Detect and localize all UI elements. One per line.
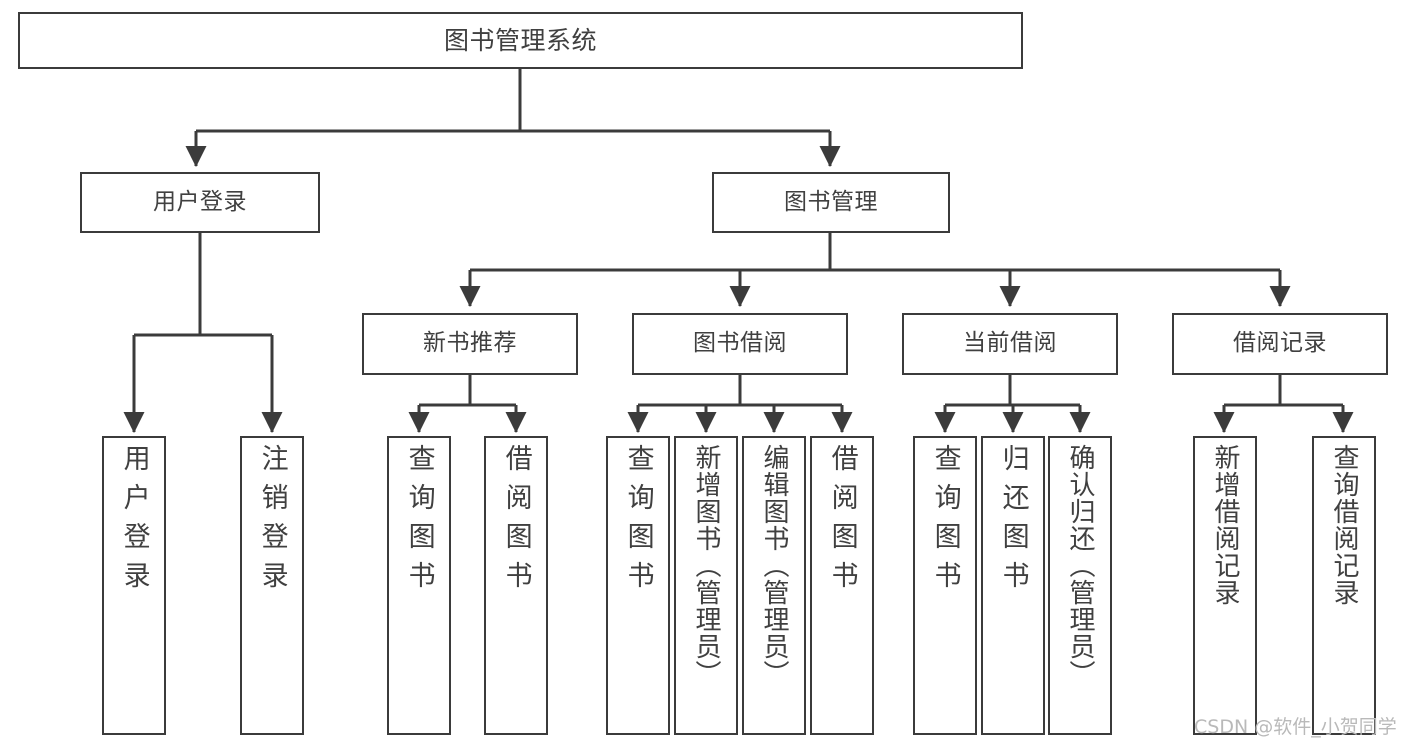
node-leaf-query-book-1[interactable]: 查询图书 [387,436,451,735]
csdn-watermark: CSDN @软件_小贺同学 [1194,716,1397,738]
node-leaf-add-record[interactable]: 新增借阅记录 [1193,436,1257,735]
node-book-manage[interactable]: 图书管理 [712,172,950,233]
node-label: 借阅图书 [826,444,858,600]
node-leaf-confirm-return[interactable]: 确认归还（管理员） [1048,436,1112,735]
node-leaf-edit-book[interactable]: 编辑图书（管理员） [742,436,806,735]
node-leaf-query-book-3[interactable]: 查询图书 [913,436,977,735]
node-leaf-return-book[interactable]: 归还图书 [981,436,1045,735]
node-label: 当前借阅 [963,330,1057,357]
node-label: 确认归还（管理员） [1065,444,1096,687]
node-label: 用户登录 [118,444,150,600]
node-label: 借阅记录 [1233,330,1327,357]
node-leaf-user-login[interactable]: 用户登录 [102,436,166,735]
node-current-borrow[interactable]: 当前借阅 [902,313,1118,375]
node-label: 用户登录 [153,188,247,215]
node-label: 注销登录 [256,444,288,600]
node-label: 图书管理 [784,188,878,215]
node-leaf-borrow-book-2[interactable]: 借阅图书 [810,436,874,735]
node-leaf-query-book-2[interactable]: 查询图书 [606,436,670,735]
node-label: 查询图书 [622,444,654,600]
node-label: 借阅图书 [500,444,532,600]
node-label: 新增借阅记录 [1210,444,1241,606]
node-label: 新增图书（管理员） [691,444,722,687]
node-leaf-query-record[interactable]: 查询借阅记录 [1312,436,1376,735]
node-root-system[interactable]: 图书管理系统 [18,12,1023,69]
node-leaf-add-book[interactable]: 新增图书（管理员） [674,436,738,735]
node-new-book-recommend[interactable]: 新书推荐 [362,313,578,375]
node-borrow-record[interactable]: 借阅记录 [1172,313,1388,375]
node-leaf-borrow-book-1[interactable]: 借阅图书 [484,436,548,735]
node-label: 图书借阅 [693,330,787,357]
node-label: 查询借阅记录 [1329,444,1360,606]
node-label: 编辑图书（管理员） [759,444,790,687]
node-label: 归还图书 [997,444,1029,600]
node-user-login[interactable]: 用户登录 [80,172,320,233]
node-book-borrow[interactable]: 图书借阅 [632,313,848,375]
node-label: 查询图书 [403,444,435,600]
node-leaf-logout[interactable]: 注销登录 [240,436,304,735]
node-label: 查询图书 [929,444,961,600]
node-label: 新书推荐 [423,330,517,357]
node-label: 图书管理系统 [443,25,597,55]
